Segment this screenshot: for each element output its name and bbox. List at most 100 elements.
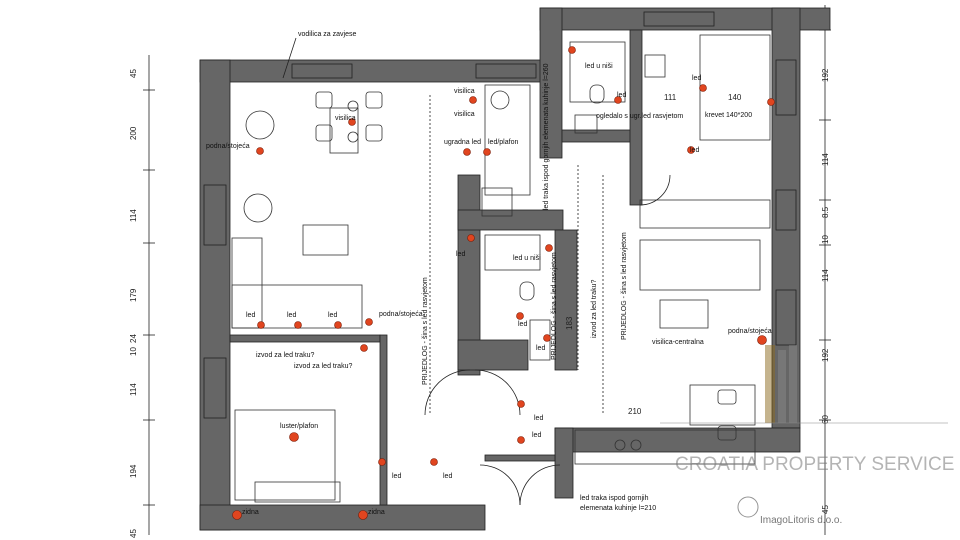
lamp-marker bbox=[483, 148, 491, 156]
watermark-logo-bar bbox=[789, 345, 797, 423]
lamp-marker bbox=[358, 510, 368, 520]
lamp-marker bbox=[699, 84, 707, 92]
label-curtain-rail: vodilica za zavjese bbox=[298, 31, 356, 38]
curtain-leader bbox=[282, 37, 297, 79]
label-zidna-1: zidna bbox=[242, 509, 259, 516]
label-podna-stojeca-3: podna/stojeća bbox=[728, 328, 772, 335]
label-led-7: led bbox=[328, 312, 337, 319]
dim-left-9: 45 bbox=[129, 529, 138, 538]
label-led-10: led bbox=[534, 415, 543, 422]
label-ugradna-led: ugradna led bbox=[444, 139, 481, 146]
lamp-marker bbox=[545, 244, 553, 252]
label-kitchen-strip-bottom-1: led traka ispod gornjih bbox=[580, 495, 649, 502]
dim-right-2: 192 bbox=[821, 68, 830, 82]
watermark-logo-bar bbox=[765, 345, 775, 423]
lamp-marker bbox=[378, 458, 386, 466]
annotations: vodilica za zavjese podna/stojeća visili… bbox=[206, 31, 772, 516]
label-led-plafon: led/plafon bbox=[488, 139, 518, 146]
watermark-credit-logo bbox=[737, 496, 759, 518]
label-luster: luster/plafon bbox=[280, 423, 318, 430]
lamp-marker bbox=[334, 321, 342, 329]
lamp-marker bbox=[568, 46, 576, 54]
dim-right-8: 60 bbox=[821, 415, 830, 424]
dim-left-7: 114 bbox=[129, 383, 138, 396]
label-prijedlog-2: PRIJEDLOG - šina s led rasvjetom bbox=[621, 232, 628, 340]
label-led-u-nisi-1: led u niši bbox=[585, 63, 613, 70]
dim-left-8: 194 bbox=[129, 464, 138, 478]
label-led-8: led bbox=[518, 321, 527, 328]
lamp-marker bbox=[430, 458, 438, 466]
lamp-marker bbox=[257, 321, 265, 329]
label-kitchen-strip-top: led traka ispod gornjih elemenata kuhinj… bbox=[543, 63, 550, 210]
dim-left-4: 179 bbox=[129, 288, 138, 302]
watermark: CROATIA PROPERTY SERVICE ImagoLitoris d.… bbox=[660, 345, 954, 526]
label-led-13: led bbox=[443, 473, 452, 480]
label-led-12: led bbox=[392, 473, 401, 480]
label-visilica-centralna: visilica-centralna bbox=[652, 339, 704, 346]
dimension-lines bbox=[143, 5, 831, 535]
lamp-marker bbox=[517, 400, 525, 408]
label-prijedlog-1: PRIJEDLOG - šina s led rasvjetom bbox=[422, 277, 429, 385]
dim-right-7: 192 bbox=[821, 348, 830, 362]
lamp-markers bbox=[232, 46, 775, 520]
label-kitchen-strip-bottom-2: elemenata kuhinje l=210 bbox=[580, 505, 656, 512]
label-led-6: led bbox=[287, 312, 296, 319]
watermark-logo-bar bbox=[778, 350, 786, 423]
label-visilica-2: visilica bbox=[454, 88, 475, 95]
lamp-marker bbox=[467, 234, 475, 242]
dim-right-4: 8.5 bbox=[821, 206, 830, 218]
label-visilica-3: visilica bbox=[454, 111, 475, 118]
label-prijedlog-3: PRIJEDLOG - šina s led rasvjetom bbox=[551, 252, 558, 360]
dim-left-2: 200 bbox=[129, 126, 138, 140]
track-rails bbox=[429, 95, 604, 415]
lamp-marker bbox=[757, 335, 767, 345]
label-izvod-vertical: izvod za led traku? bbox=[591, 280, 598, 338]
label-visilica-1: visilica bbox=[335, 115, 356, 122]
label-krevet: krevet 140*200 bbox=[705, 112, 752, 119]
right-dimension-labels: 45 192 114 8.5 10 114 192 60 45 bbox=[821, 13, 830, 514]
lamp-marker bbox=[256, 147, 264, 155]
label-podna-stojeca-2: podna/stojeća bbox=[379, 311, 423, 318]
dim-left-6: 10 bbox=[129, 347, 138, 356]
lamp-marker bbox=[543, 334, 551, 342]
dim-right-6: 114 bbox=[821, 269, 830, 282]
lamp-marker bbox=[365, 318, 373, 326]
windows bbox=[203, 11, 797, 419]
lamp-marker bbox=[614, 96, 622, 104]
dim-left-3: 114 bbox=[129, 209, 138, 222]
watermark-brand: CROATIA PROPERTY SERVICE bbox=[675, 454, 954, 475]
label-zidna-2: zidna bbox=[368, 509, 385, 516]
dim-right-3: 114 bbox=[821, 153, 830, 166]
dim-right-9: 45 bbox=[821, 505, 830, 514]
label-ogledalo: ogledalo s ugr.led rasvjetom bbox=[596, 113, 683, 120]
lamp-marker bbox=[294, 321, 302, 329]
watermark-credit: ImagoLitoris d.o.o. bbox=[760, 515, 842, 526]
label-led-4: led bbox=[456, 251, 465, 258]
lamp-marker bbox=[687, 146, 695, 154]
dim-bed-1: 111 bbox=[664, 93, 677, 102]
label-izvod-2: izvod za led traku? bbox=[294, 363, 352, 370]
dim-right-5: 10 bbox=[821, 235, 830, 244]
label-led-1: led bbox=[617, 92, 626, 99]
dim-left-1: 45 bbox=[129, 69, 138, 78]
lamp-marker bbox=[463, 148, 471, 156]
label-led-9: led bbox=[536, 345, 545, 352]
lamp-marker bbox=[232, 510, 242, 520]
label-led-2: led bbox=[692, 75, 701, 82]
dim-kitchen: 210 bbox=[628, 407, 642, 416]
left-dimension-labels: 45 200 114 179 24 10 114 194 45 bbox=[129, 69, 138, 538]
lamp-marker bbox=[516, 312, 524, 320]
lamp-marker bbox=[767, 98, 775, 106]
label-izvod-1: izvod za led traku? bbox=[256, 352, 314, 359]
label-led-11: led bbox=[532, 432, 541, 439]
label-led-5: led bbox=[246, 312, 255, 319]
doors bbox=[424, 174, 671, 506]
label-led-u-nisi-2: led u niši bbox=[513, 255, 541, 262]
lamp-marker bbox=[289, 432, 299, 442]
dim-left-5: 24 bbox=[129, 334, 138, 343]
walls bbox=[199, 7, 831, 531]
dim-bath: 183 bbox=[565, 316, 574, 330]
label-podna-stojeca-1: podna/stojeća bbox=[206, 143, 250, 150]
lamp-marker bbox=[517, 436, 525, 444]
